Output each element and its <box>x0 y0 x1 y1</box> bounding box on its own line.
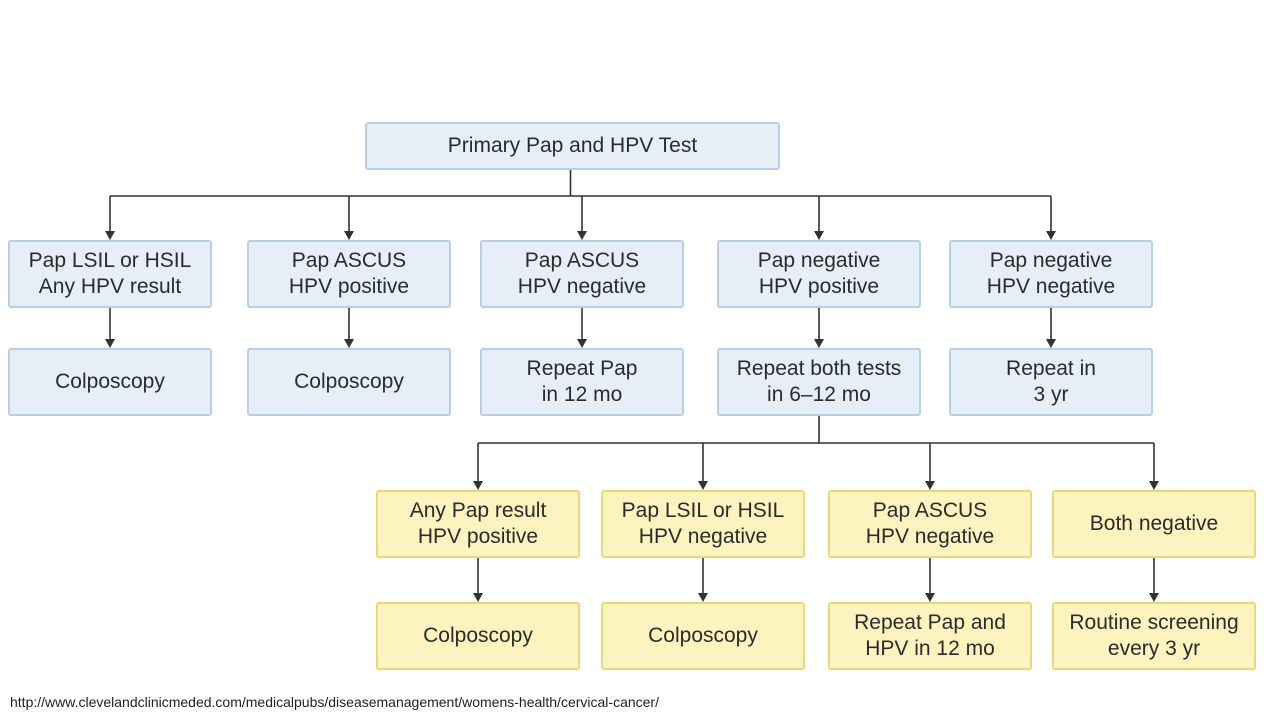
node-label-line: HPV negative <box>517 275 647 298</box>
source-url[interactable]: http://www.clevelandclinicmeded.com/medi… <box>10 694 659 710</box>
arrowhead <box>1149 481 1159 490</box>
node-label-line: HPV positive <box>417 525 539 548</box>
node-label-line: Any Pap result <box>409 499 547 522</box>
node-label-line: Repeat both tests <box>736 357 902 380</box>
node-label-line: Colposcopy <box>648 624 758 647</box>
arrowhead <box>473 481 483 490</box>
node-level4-1: Colposcopy <box>376 602 580 670</box>
node-level1-2: Pap ASCUS HPV positive <box>247 240 451 308</box>
node-label-line: Pap ASCUS <box>524 249 640 272</box>
node-level4-4: Routine screening every 3 yr <box>1052 602 1256 670</box>
node-label-line: in 6–12 mo <box>767 383 871 406</box>
node-label-line: Colposcopy <box>55 370 165 393</box>
node-label-line: Any HPV result <box>38 275 182 298</box>
node-label-line: Pap negative <box>989 249 1113 272</box>
node-label-line: Pap ASCUS <box>872 499 988 522</box>
node-level2-4: Repeat both tests in 6–12 mo <box>717 348 921 416</box>
node-label-line: every 3 yr <box>1107 637 1201 660</box>
node-label-line: 3 yr <box>1033 383 1069 406</box>
node-label-line: HPV positive <box>758 275 880 298</box>
node-label-line: Repeat Pap and <box>854 611 1006 634</box>
arrowhead <box>925 593 935 602</box>
node-label-line: Colposcopy <box>294 370 404 393</box>
node-label-line: HPV negative <box>865 525 995 548</box>
node-level2-1: Colposcopy <box>8 348 212 416</box>
node-label-line: HPV in 12 mo <box>865 637 995 660</box>
arrowhead <box>577 231 587 240</box>
node-label-line: Repeat in <box>1006 357 1096 380</box>
arrowhead <box>1046 231 1056 240</box>
arrowhead <box>577 339 587 348</box>
node-level1-1: Pap LSIL or HSIL Any HPV result <box>8 240 212 308</box>
node-label-line: HPV negative <box>638 525 768 548</box>
node-label-line: Both negative <box>1089 512 1219 535</box>
node-level4-2: Colposcopy <box>601 602 805 670</box>
arrowhead <box>473 593 483 602</box>
node-level2-2: Colposcopy <box>247 348 451 416</box>
arrowhead <box>814 231 824 240</box>
arrowhead <box>105 231 115 240</box>
node-root: Primary Pap and HPV Test <box>365 122 780 170</box>
node-label-line: HPV positive <box>288 275 410 298</box>
node-label-line: Repeat Pap <box>526 357 638 380</box>
node-label-line: Primary Pap and HPV Test <box>447 134 698 157</box>
node-label-line: Colposcopy <box>423 624 533 647</box>
node-label-line: Routine screening <box>1069 611 1239 634</box>
arrowhead <box>698 593 708 602</box>
arrowhead <box>925 481 935 490</box>
arrowhead <box>1149 593 1159 602</box>
node-label-line: Pap negative <box>757 249 881 272</box>
node-label-line: Pap LSIL or HSIL <box>28 249 192 272</box>
node-label-line: in 12 mo <box>541 383 623 406</box>
arrowhead <box>698 481 708 490</box>
node-label-line: HPV negative <box>986 275 1116 298</box>
node-level2-5: Repeat in 3 yr <box>949 348 1153 416</box>
node-level3-4: Both negative <box>1052 490 1256 558</box>
node-label-line: Pap LSIL or HSIL <box>621 499 785 522</box>
arrowhead <box>344 231 354 240</box>
node-level1-3: Pap ASCUS HPV negative <box>480 240 684 308</box>
node-label-line: Pap ASCUS <box>291 249 407 272</box>
node-level3-3: Pap ASCUS HPV negative <box>828 490 1032 558</box>
arrowhead <box>1046 339 1056 348</box>
arrowhead <box>344 339 354 348</box>
node-level2-3: Repeat Pap in 12 mo <box>480 348 684 416</box>
arrowhead <box>105 339 115 348</box>
arrowhead <box>814 339 824 348</box>
node-level3-2: Pap LSIL or HSIL HPV negative <box>601 490 805 558</box>
